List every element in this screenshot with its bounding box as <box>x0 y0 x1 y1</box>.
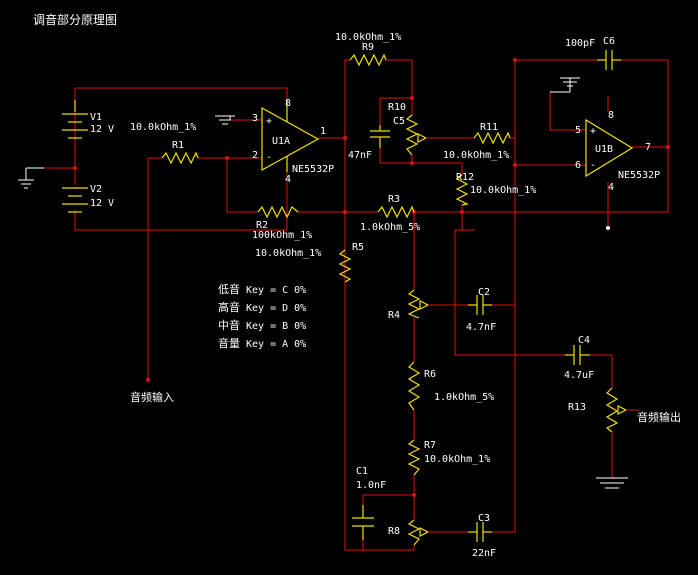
key-treble-name: 高音 <box>218 300 240 314</box>
resistor-r9: R9 10.0kOhm_1% <box>335 32 401 67</box>
u1b-pin4: 4 <box>608 182 614 193</box>
r4-ref: R4 <box>388 310 400 321</box>
ground-icon-output <box>596 477 628 489</box>
key-volume-text: Key = A 0% <box>246 339 306 350</box>
key-treble-text: Key = D 0% <box>246 303 306 314</box>
c1-ref: C1 <box>356 466 368 477</box>
u1b-value: NE5532P <box>618 170 660 181</box>
input-label: 音频输入 <box>130 390 174 404</box>
r5-ref: R5 <box>352 242 364 253</box>
u1a-pin2: 2 <box>252 150 258 161</box>
r11-ref: R11 <box>480 122 498 133</box>
opamp-u1a: + - 3 2 8 4 1 U1A NE5532P <box>252 98 334 185</box>
r12-ref: R12 <box>456 172 474 183</box>
r3-value: 1.0kOhm_5% <box>360 222 420 233</box>
r2-ref: R2 <box>256 220 268 231</box>
output-label: 音频输出 <box>637 410 681 424</box>
capacitor-c6: C6 100pF <box>565 36 621 70</box>
junctions <box>73 58 670 497</box>
resistor-r1: R1 10.0kOhm_1% <box>130 122 199 165</box>
c3-ref: C3 <box>478 513 490 524</box>
r7-ref: R7 <box>424 440 436 451</box>
u1a-pin3: 3 <box>252 113 258 124</box>
r2-value: 100kOhm_1% <box>252 230 312 241</box>
r12-value: 10.0kOhm_1% <box>470 185 536 196</box>
capacitor-c4: C4 4.7uF <box>564 335 594 381</box>
c3-value: 22nF <box>472 548 496 559</box>
svg-text:-: - <box>266 152 272 163</box>
key-mid-text: Key = B 0% <box>246 321 306 332</box>
r9-ref: R9 <box>362 42 374 53</box>
r11-value: 10.0kOhm_1% <box>443 150 509 161</box>
u1b-ref: U1B <box>595 144 613 155</box>
key-volume-name: 音量 <box>218 336 240 350</box>
resistor-r12: R12 10.0kOhm_1% <box>455 172 536 206</box>
c5-value: 47nF <box>348 150 372 161</box>
u1a-pin1: 1 <box>320 126 326 137</box>
resistor-r7: R7 10.0kOhm_1% <box>407 439 490 476</box>
u1a-pin8: 8 <box>285 98 291 109</box>
r7-value: 10.0kOhm_1% <box>424 454 490 465</box>
v2-value: 12 V <box>90 198 114 209</box>
capacitor-c3: C3 22nF <box>468 513 496 559</box>
ground-icon-u1b <box>550 77 580 93</box>
u1b-pin6: 6 <box>575 160 581 171</box>
r8-ref: R8 <box>388 526 400 537</box>
r10-ref: R10 <box>388 102 406 113</box>
c6-value: 100pF <box>565 38 595 49</box>
key-mid-name: 中音 <box>218 318 240 332</box>
r6-ref: R6 <box>424 369 436 380</box>
resistor-r5: R5 10.0kOhm_1% <box>255 242 364 283</box>
potentiometer-r13: R13 <box>568 387 627 433</box>
r1-ref: R1 <box>172 140 184 151</box>
resistor-r11: R11 10.0kOhm_1% <box>443 122 511 161</box>
c1-value: 1.0nF <box>356 480 386 491</box>
u1b-pin8: 8 <box>608 110 614 121</box>
capacitor-c5: C5 47nF <box>348 116 405 161</box>
resistor-r3: R3 1.0kOhm_5% <box>360 194 420 233</box>
ground-icon-u1a <box>215 115 235 125</box>
capacitor-c1: C1 1.0nF <box>352 466 386 540</box>
key-bass-name: 低音 <box>218 282 240 296</box>
u1a-value: NE5532P <box>292 164 334 175</box>
c2-value: 4.7nF <box>466 322 496 333</box>
potentiometer-r8: R8 <box>388 519 429 546</box>
key-bass-text: Key = C 0% <box>246 285 306 296</box>
c4-value: 4.7uF <box>564 370 594 381</box>
c5-ref: C5 <box>393 116 405 127</box>
resistor-r6: R6 1.0kOhm_5% <box>407 361 494 411</box>
battery-v1: V1 12 V <box>62 100 114 139</box>
resistor-r2: R2 100kOhm_1% <box>252 205 312 241</box>
r9-value: 10.0kOhm_1% <box>335 32 401 43</box>
battery-v2: V2 12 V <box>62 184 114 213</box>
r13-ref: R13 <box>568 402 586 413</box>
opamp-u1b: + - 5 6 8 4 7 U1B NE5532P <box>575 110 660 193</box>
r1-value: 10.0kOhm_1% <box>130 122 196 133</box>
svg-text:+: + <box>266 116 272 127</box>
u1a-ref: U1A <box>272 136 290 147</box>
v1-value: 12 V <box>90 124 114 135</box>
c2-ref: C2 <box>478 287 490 298</box>
u1b-pin5: 5 <box>575 125 581 136</box>
svg-text:+: + <box>590 126 596 137</box>
v1-ref: V1 <box>90 112 102 123</box>
key-legend: 低音 Key = C 0% 高音 Key = D 0% 中音 Key = B 0… <box>218 282 306 350</box>
ground-icon-supply <box>18 167 44 189</box>
svg-text:-: - <box>590 160 596 171</box>
capacitor-c2: C2 4.7nF <box>466 287 496 333</box>
potentiometer-r4: R4 <box>388 289 429 321</box>
r6-value: 1.0kOhm_5% <box>434 392 494 403</box>
u1a-pin4: 4 <box>285 174 291 185</box>
v2-ref: V2 <box>90 184 102 195</box>
wires <box>44 59 669 551</box>
c4-ref: C4 <box>578 335 590 346</box>
r3-ref: R3 <box>388 194 400 205</box>
u1b-pin7: 7 <box>645 142 651 153</box>
r5-value: 10.0kOhm_1% <box>255 248 321 259</box>
potentiometer-r10: R10 <box>388 102 427 156</box>
page-title: 调音部分原理图 <box>33 12 117 27</box>
c6-ref: C6 <box>603 36 615 47</box>
